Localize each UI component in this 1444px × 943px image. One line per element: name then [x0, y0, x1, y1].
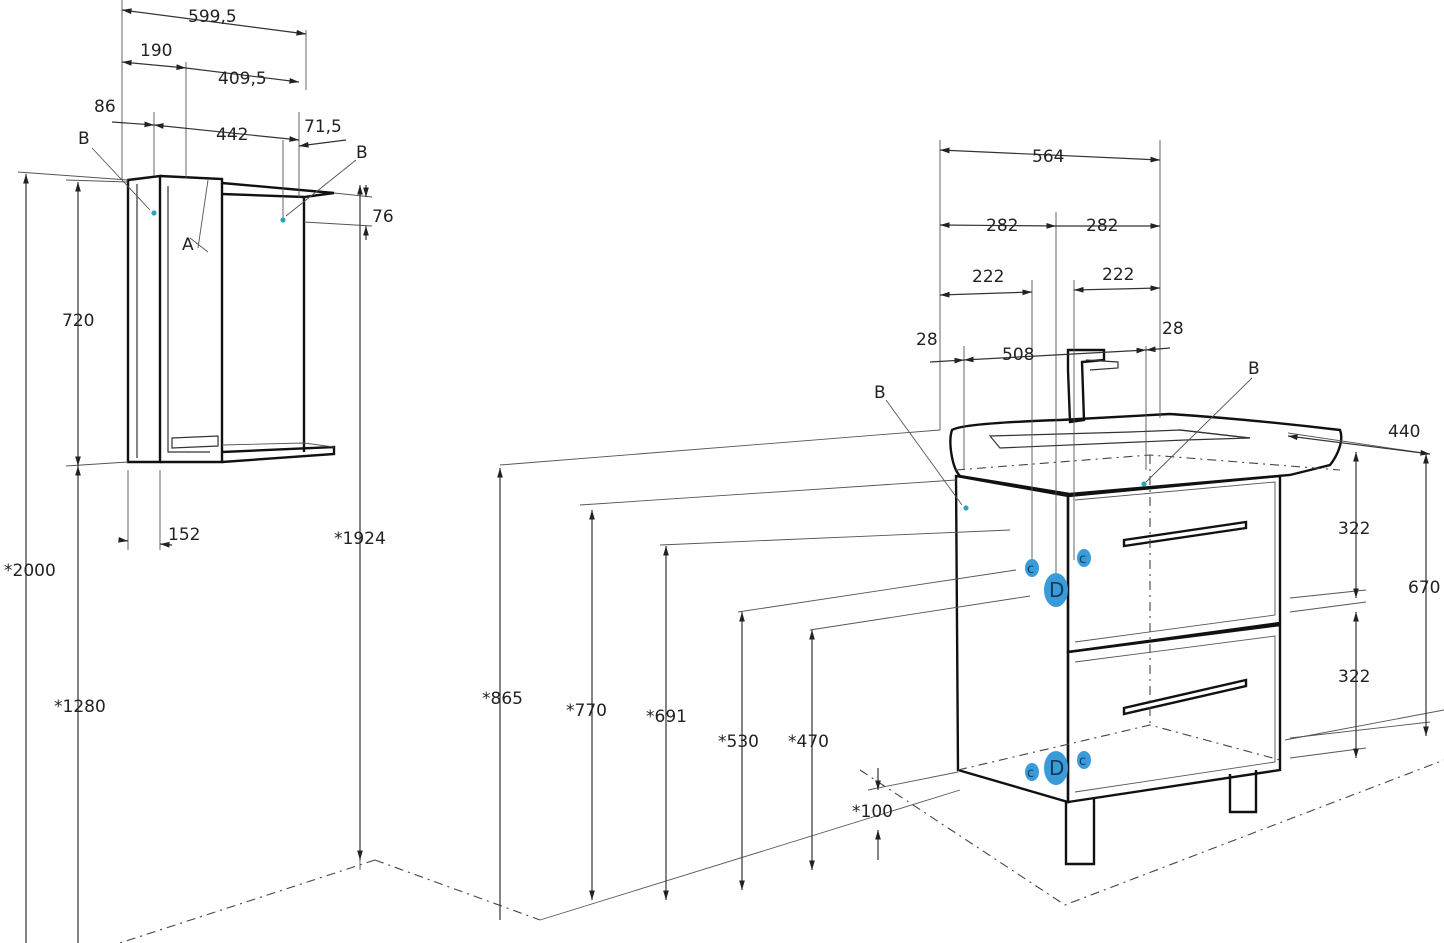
dim-508: 508 [1002, 345, 1034, 365]
marker-c4 [1077, 751, 1091, 769]
dim-86: 86 [94, 97, 116, 117]
dim-4095: 409,5 [218, 69, 267, 89]
dim-770: *770 [566, 701, 607, 721]
dim-530: *530 [718, 732, 759, 752]
label-a: A [182, 235, 194, 255]
label-b-vanity-right: B [1248, 359, 1260, 379]
dim-190: 190 [140, 41, 172, 61]
label-c1: c [1027, 562, 1034, 577]
label-d2: D [1049, 756, 1064, 780]
label-b-right: B [356, 143, 368, 163]
dim-470: *470 [788, 732, 829, 752]
vanity-unit [497, 140, 1431, 920]
dim-28-right: 28 [1162, 319, 1184, 339]
dim-715: 71,5 [304, 117, 342, 137]
label-b-left: B [78, 129, 90, 149]
dim-222-right: 222 [1102, 265, 1134, 285]
connection-markers [1025, 549, 1091, 785]
dim-1280: *1280 [54, 697, 106, 717]
label-c4: c [1079, 754, 1086, 769]
dim-322-top: 322 [1338, 519, 1370, 539]
mount-point-right [280, 217, 286, 223]
dim-28-left: 28 [916, 330, 938, 350]
marker-c1 [1025, 559, 1039, 577]
vanity-mount-right [1141, 481, 1147, 487]
dim-100: *100 [852, 802, 893, 822]
vanity-labels: 564 282 282 222 222 28 28 508 B B 440 32… [482, 147, 1440, 822]
dim-442: 442 [216, 125, 248, 145]
dim-282-right: 282 [1086, 216, 1118, 236]
dim-76: 76 [372, 207, 394, 227]
label-d1: D [1049, 578, 1064, 602]
dim-152: 152 [168, 525, 200, 545]
dim-440: 440 [1388, 422, 1420, 442]
dim-720: 720 [62, 311, 94, 331]
dim-222-left: 222 [972, 267, 1004, 287]
marker-c3 [1025, 763, 1039, 781]
dim-564: 564 [1032, 147, 1064, 167]
dim-282-left: 282 [986, 216, 1018, 236]
label-c3: c [1027, 766, 1034, 781]
mirror-cabinet [17, 0, 373, 943]
marker-d2 [1044, 751, 1068, 785]
dim-2000: *2000 [4, 561, 56, 581]
dim-691: *691 [646, 707, 687, 727]
dim-322-bottom: 322 [1338, 667, 1370, 687]
mount-point-left [151, 210, 157, 216]
marker-d1 [1044, 573, 1068, 607]
mirror-cabinet-labels: 599,5 190 409,5 86 442 71,5 B B 76 A 720… [4, 7, 394, 717]
dim-670: 670 [1408, 578, 1440, 598]
dim-1924: *1924 [334, 529, 386, 549]
marker-c2 [1077, 549, 1091, 567]
label-b-vanity-left: B [874, 383, 886, 403]
floor-lines [119, 709, 1444, 943]
dim-5995: 599,5 [188, 7, 237, 27]
vanity-mount-left [963, 505, 969, 511]
label-c2: c [1079, 552, 1086, 567]
dim-865: *865 [482, 689, 523, 709]
connection-marker-labels: c c D c c D [1027, 552, 1086, 781]
